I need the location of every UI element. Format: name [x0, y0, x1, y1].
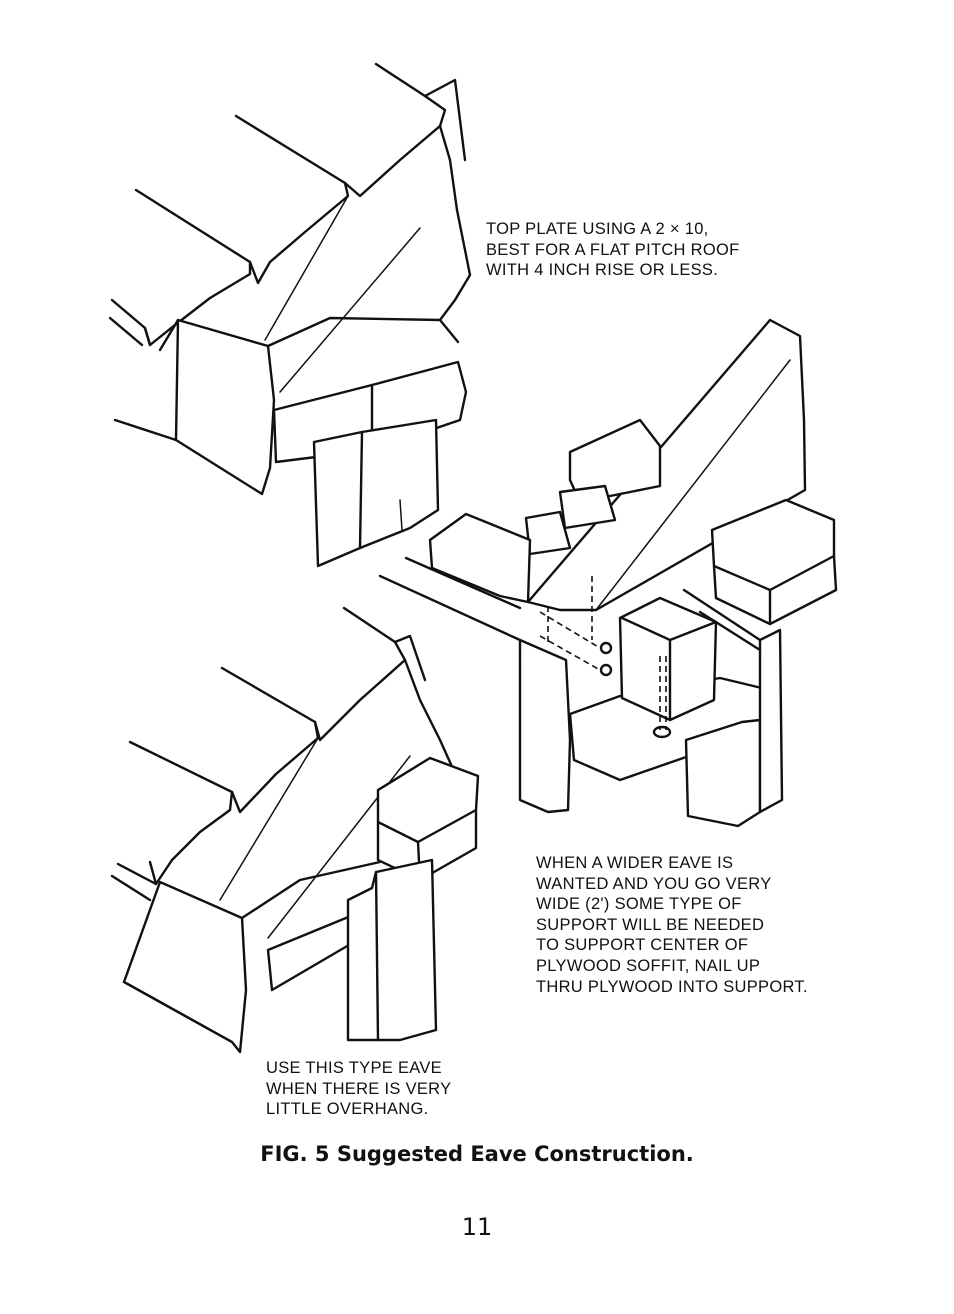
callout-line: THRU PLYWOOD INTO SUPPORT.	[536, 977, 808, 996]
little-overhang-callout: USE THIS TYPE EAVE WHEN THERE IS VERY LI…	[266, 1058, 451, 1120]
callout-line: TOP PLATE USING A 2 × 10,	[486, 220, 709, 238]
top-plate-callout: TOP PLATE USING A 2 × 10, BEST FOR A FLA…	[486, 219, 740, 281]
callout-line: WHEN A WIDER EAVE IS	[536, 854, 734, 872]
callout-line: WANTED AND YOU GO VERY	[536, 874, 772, 893]
callout-line: TO SUPPORT CENTER OF	[536, 936, 749, 955]
callout-line: WIDE (2') SOME TYPE OF	[536, 895, 742, 914]
callout-line: LITTLE OVERHANG.	[266, 1100, 429, 1119]
little-overhang-eave-illustration	[110, 606, 480, 1054]
callout-line: WITH 4 INCH RISE OR LESS.	[486, 261, 719, 280]
wider-eave-callout: WHEN A WIDER EAVE IS WANTED AND YOU GO V…	[536, 853, 808, 997]
callout-line: PLYWOOD SOFFIT, NAIL UP	[536, 956, 761, 975]
callout-line: USE THIS TYPE EAVE	[266, 1059, 442, 1077]
wide-eave-support-illustration	[378, 318, 838, 828]
callout-line: SUPPORT WILL BE NEEDED	[536, 915, 765, 934]
top-plate-eave-illustration	[108, 62, 472, 568]
callout-line: WHEN THERE IS VERY	[266, 1079, 452, 1098]
page-number: 11	[461, 1213, 493, 1241]
figure-caption: FIG. 5 Suggested Eave Construction.	[260, 1142, 694, 1166]
callout-line: BEST FOR A FLAT PITCH ROOF	[486, 240, 740, 259]
